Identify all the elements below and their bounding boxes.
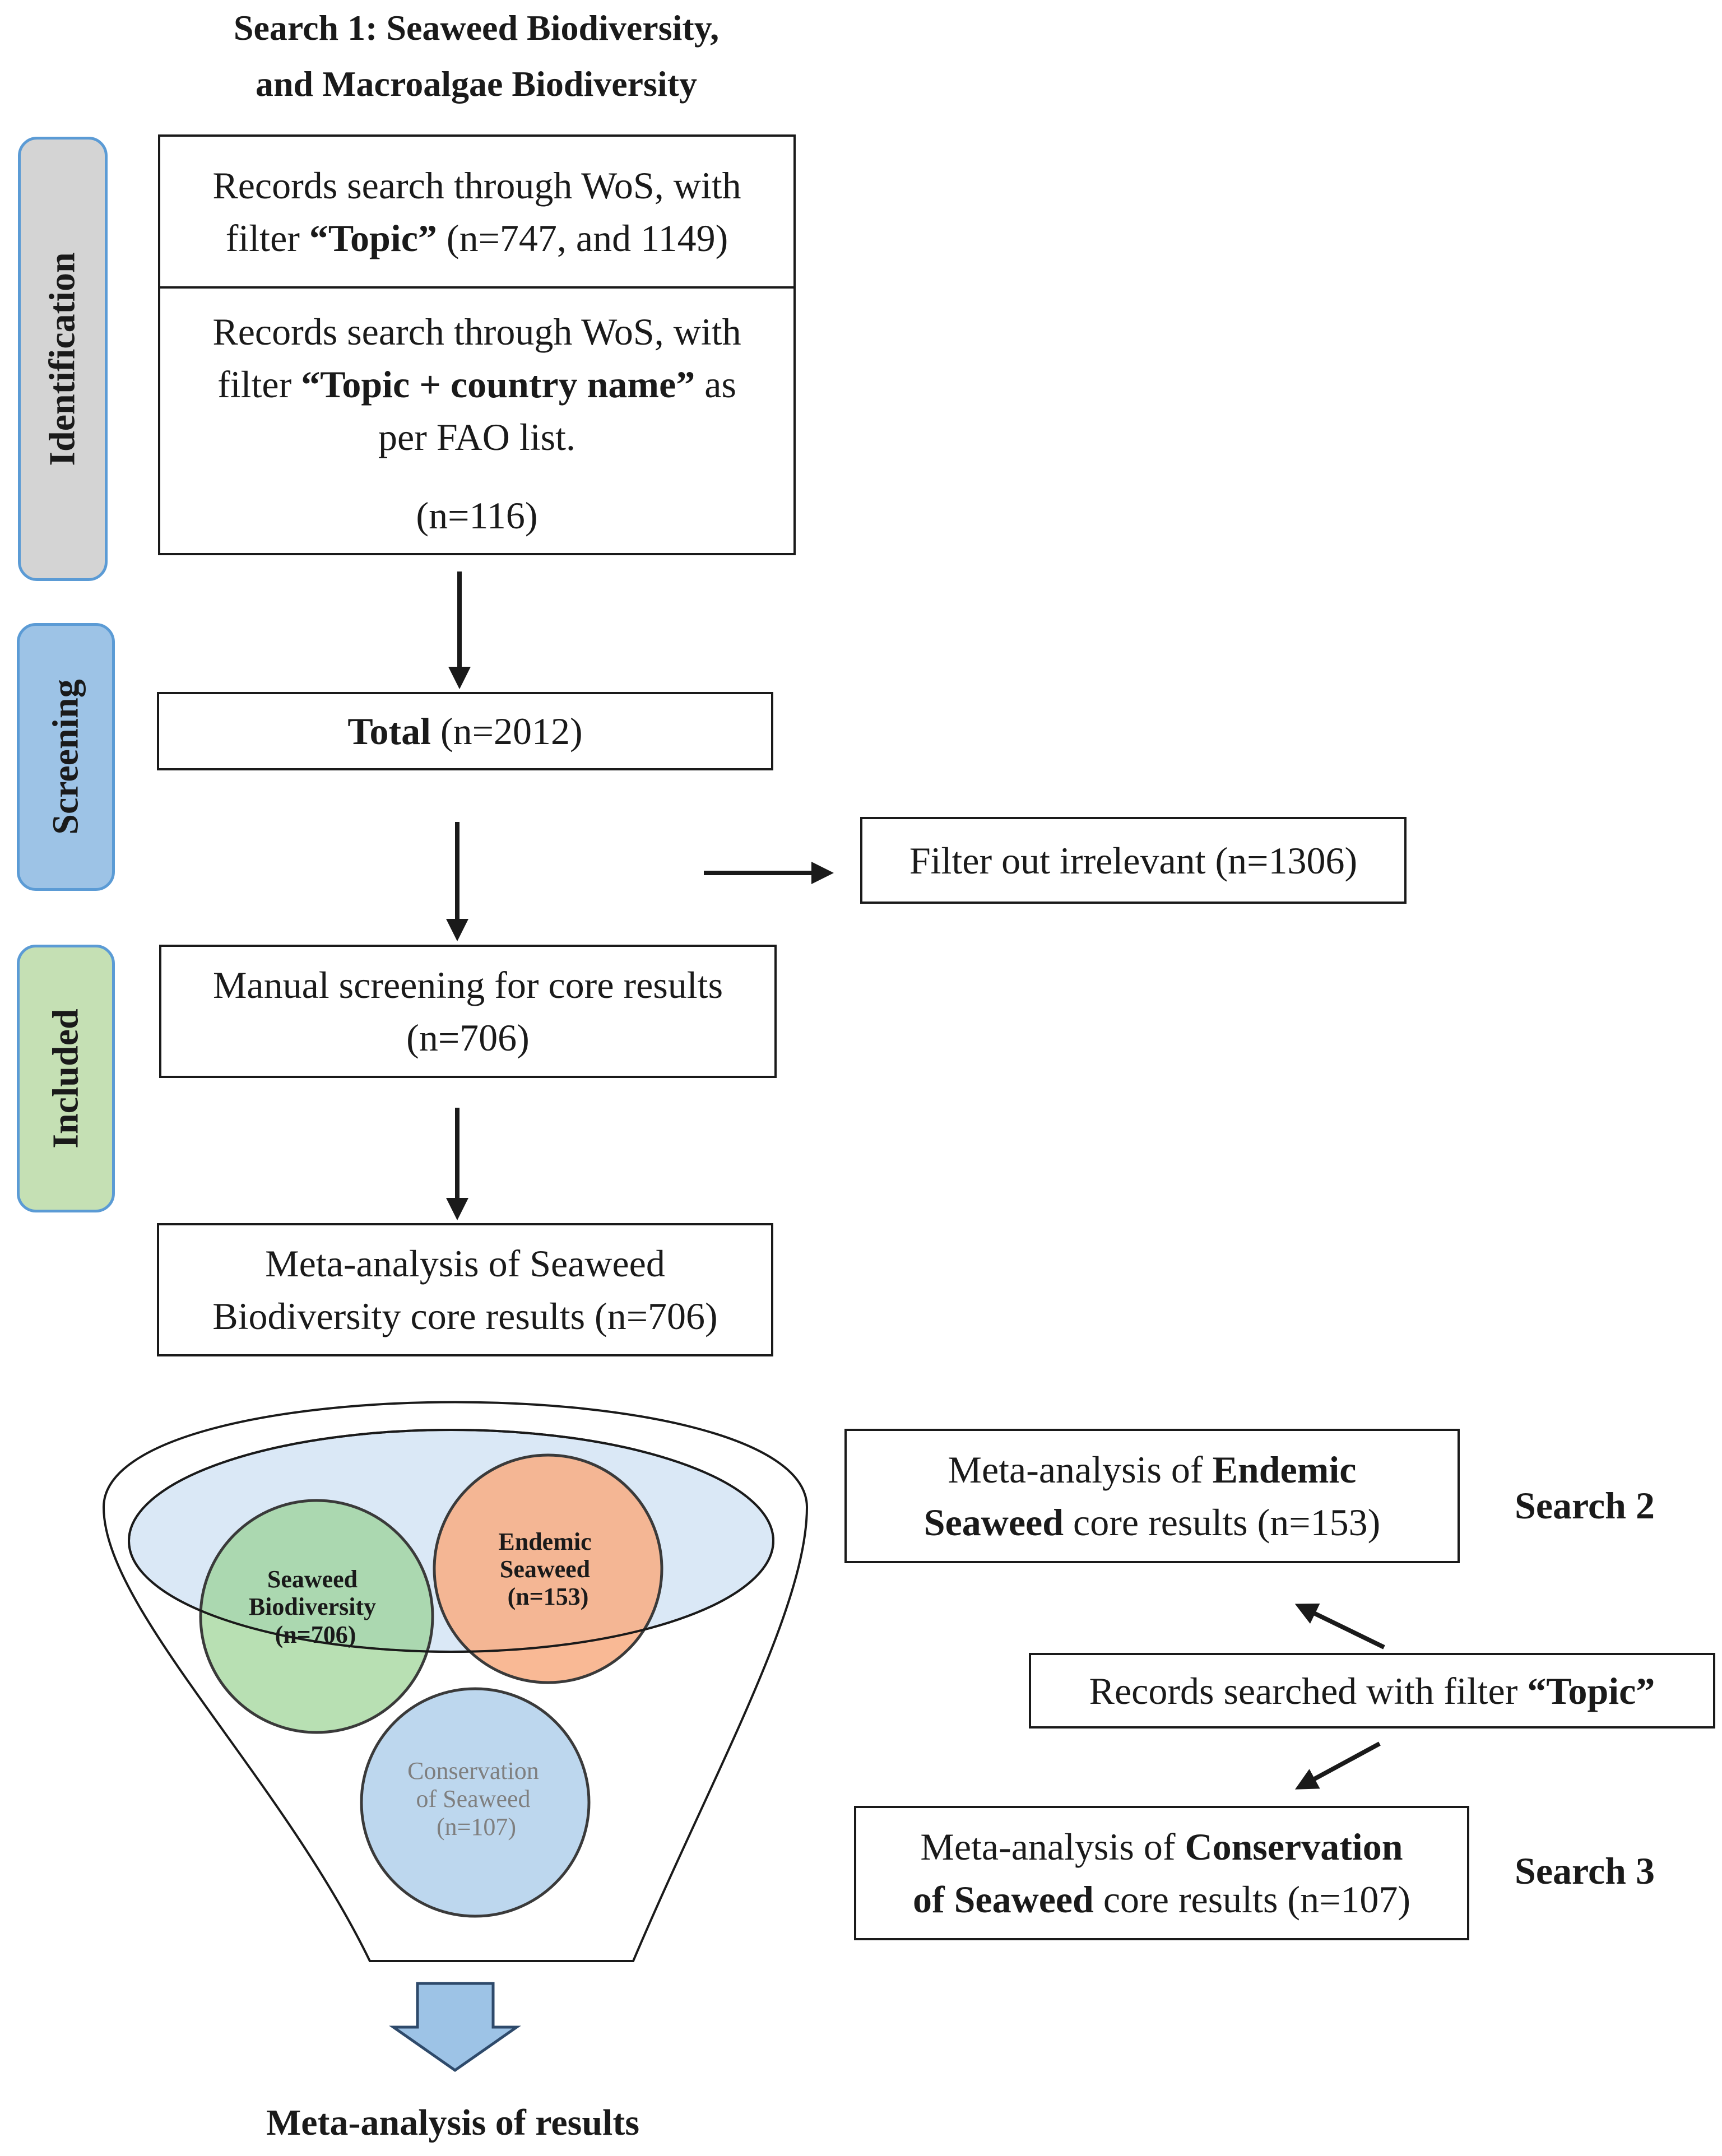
records-topic-filter-box: Records searched with filter “Topic” [1029, 1653, 1715, 1728]
final-down-arrow [389, 1982, 521, 2073]
venn-biodiversity-line2: Biodiversity [249, 1593, 376, 1620]
venn-biodiversity-circle [199, 1499, 434, 1734]
records-topic-line2: filter “Topic” (n=747, and 1149) [212, 212, 741, 264]
meta-biodiversity-box: Meta-analysis of Seaweed Biodiversity co… [157, 1223, 773, 1356]
filter-out-box: Filter out irrelevant (n=1306) [860, 817, 1407, 904]
records-country-suffix: as [695, 363, 736, 406]
records-country-bold: “Topic + country name” [301, 363, 695, 406]
records-country-line1: Records search through WoS, with [212, 310, 741, 353]
phase-included: Included [17, 945, 115, 1212]
arrow-to-conservation [1294, 1741, 1381, 1790]
meta-conservation-line1: Meta-analysis of Conservation [913, 1820, 1410, 1873]
records-country-line3: per FAO list. [378, 416, 575, 458]
phase-identification: Identification [18, 137, 108, 581]
meta-biodiversity-line2: Biodiversity core results (n=706) [212, 1295, 718, 1337]
meta-endemic-box: Meta-analysis of Endemic Seaweed core re… [844, 1429, 1460, 1563]
manual-line2: (n=706) [406, 1016, 530, 1059]
meta-conservation-bold2: of Seaweed [912, 1878, 1094, 1921]
search1-title: Search 1: Seaweed Biodiversity, and Macr… [140, 0, 813, 112]
venn-endemic-circle [433, 1453, 663, 1684]
svg-text:Conservation of Seaweed: Conservation of Seaweed (n=107) [407, 1757, 545, 1841]
meta-conservation-bold1: Conservation [1185, 1825, 1403, 1868]
records-topic-filter-prefix: Records searched with filter [1089, 1669, 1528, 1712]
meta-endemic-line1: Meta-analysis of Endemic [924, 1443, 1380, 1496]
arrow-to-endemic [1294, 1604, 1385, 1649]
venn-endemic-line3: (n=153) [508, 1583, 589, 1610]
search1-title-line1: Search 1: Seaweed Biodiversity, [233, 8, 720, 48]
venn-biodiversity-line3: (n=706) [275, 1621, 356, 1648]
venn-conservation-circle [360, 1687, 591, 1918]
svg-text:Seaweed Biodiversity (: Seaweed Biodiversity (n=706) [249, 1565, 382, 1648]
meta-conservation-prefix: Meta-analysis of [920, 1825, 1185, 1868]
venn-conservation-line3: (n=107) [437, 1813, 516, 1841]
meta-endemic-prefix: Meta-analysis of [948, 1448, 1213, 1491]
filter-out-text: Filter out irrelevant (n=1306) [909, 839, 1358, 882]
meta-conservation-line2: of Seaweed core results (n=107) [913, 1873, 1410, 1926]
search2-label: Search 2 [1515, 1484, 1655, 1527]
meta-endemic-bold1: Endemic [1212, 1448, 1357, 1491]
meta-endemic-bold2: Seaweed [923, 1501, 1064, 1544]
records-topic-suffix: (n=747, and 1149) [437, 216, 728, 259]
meta-conservation-suffix: core results (n=107) [1093, 1878, 1411, 1921]
records-country-box: Records search through WoS, with filter … [158, 286, 796, 555]
venn-biodiversity-line1: Seaweed [267, 1565, 358, 1593]
records-topic-prefix: filter [225, 216, 309, 259]
search1-title-line2: and Macroalgae Biodiversity [255, 64, 698, 104]
venn-conservation-line2: of Seaweed [416, 1785, 530, 1813]
final-label: Meta-analysis of results [266, 2102, 639, 2143]
search3-label: Search 3 [1515, 1850, 1655, 1892]
meta-endemic-suffix: core results (n=153) [1064, 1501, 1381, 1544]
svg-text:Endemic Seaweed (n=153: Endemic Seaweed (n=153) [498, 1528, 597, 1610]
funnel-top-edge [128, 1429, 774, 1653]
total-box: Total (n=2012) [157, 692, 773, 770]
phase-screening: Screening [17, 623, 115, 891]
meta-biodiversity-line1: Meta-analysis of Seaweed [265, 1242, 665, 1285]
venn-endemic-line1: Endemic [498, 1528, 591, 1555]
records-topic-bold: “Topic” [309, 216, 437, 259]
venn-endemic-line2: Seaweed [500, 1555, 590, 1583]
total-suffix: (n=2012) [431, 710, 583, 752]
meta-conservation-box: Meta-analysis of Conservation of Seaweed… [854, 1806, 1469, 1940]
records-topic-filter-bold: “Topic” [1527, 1669, 1655, 1712]
records-country-prefix: filter [217, 363, 301, 406]
records-topic-line1: Records search through WoS, with [212, 164, 741, 207]
meta-endemic-line2: Seaweed core results (n=153) [924, 1496, 1380, 1549]
venn-conservation-line1: Conservation [407, 1757, 539, 1785]
manual-screening-box: Manual screening for core results (n=706… [159, 945, 777, 1078]
records-country-count: (n=116) [416, 494, 538, 537]
total-bold: Total [347, 710, 431, 752]
records-country-line2: filter “Topic + country name” as [212, 358, 741, 411]
manual-line1: Manual screening for core results [212, 964, 723, 1006]
